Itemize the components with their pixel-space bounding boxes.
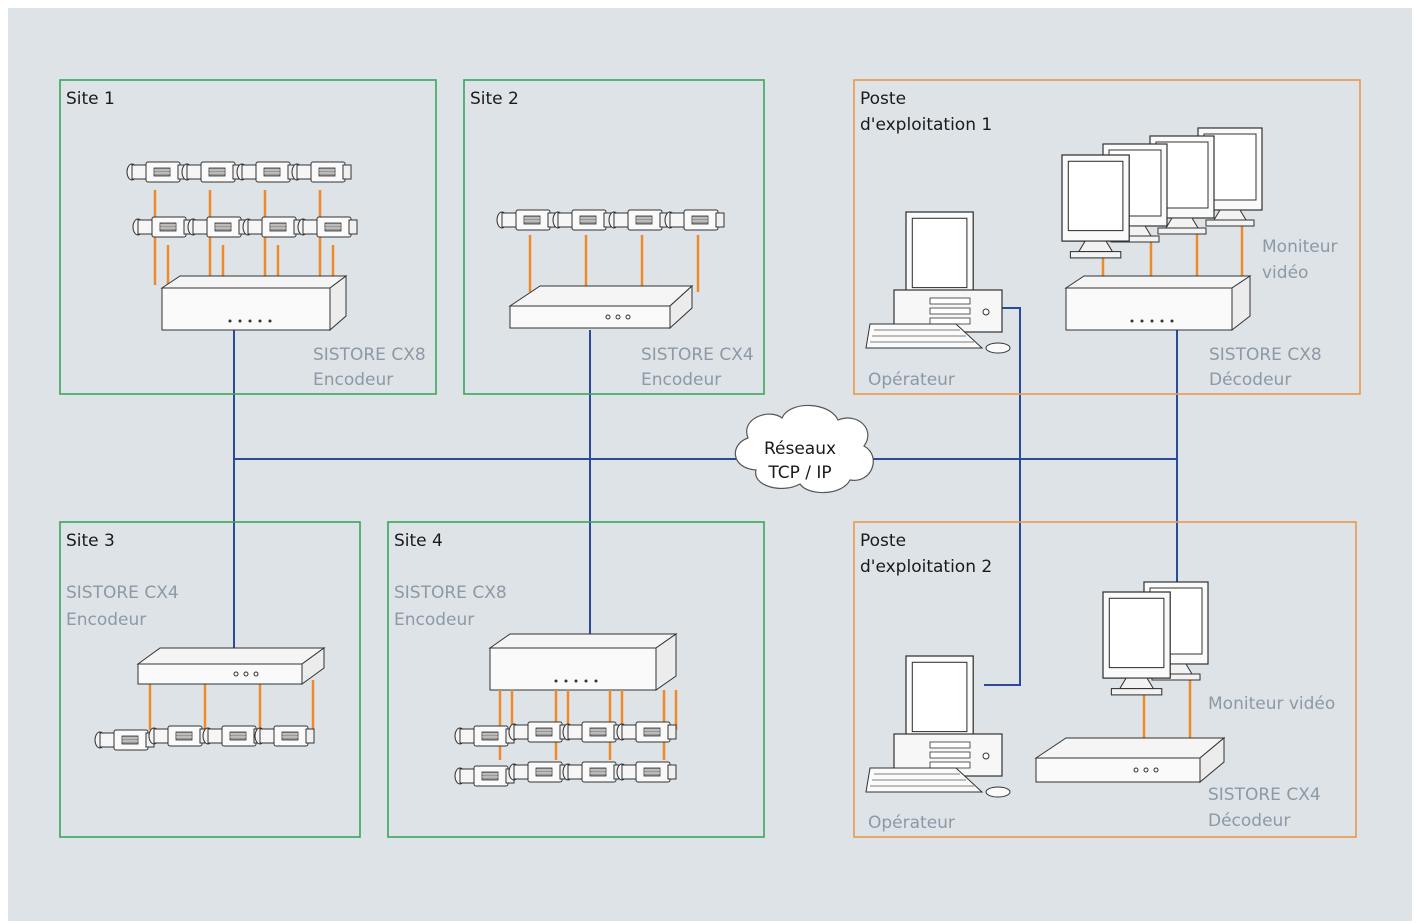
network-label-line2: TCP / IP <box>767 463 831 483</box>
site-1-cameras <box>126 161 358 285</box>
camera-icon <box>148 725 209 747</box>
operator-pc-icon <box>866 212 1010 353</box>
station-1-operator: Opérateur <box>868 370 955 390</box>
camera-icon <box>242 216 303 238</box>
tcp-ip-backbone <box>233 307 1178 686</box>
camera-icon <box>454 725 515 747</box>
camera-icon <box>187 216 248 238</box>
camera-icon <box>508 721 569 743</box>
site-3-cameras <box>94 680 315 751</box>
camera-icon <box>132 216 193 238</box>
site-4-role: Encodeur <box>394 610 474 630</box>
station-1-title-line1: Poste <box>860 89 906 109</box>
site-2-cameras <box>496 209 725 292</box>
camera-icon <box>552 209 613 231</box>
station-2-operator: Opérateur <box>868 813 955 833</box>
camera-icon <box>181 161 242 183</box>
site-4-device: SISTORE CX8 <box>394 583 507 603</box>
sistore-cx4-encoder-icon <box>508 284 694 330</box>
site-4-title: Site 4 <box>394 531 443 551</box>
site-1-box: Site 1 SISTORE CX8 Encodeur <box>59 79 437 395</box>
camera-icon <box>562 761 623 783</box>
station-2-title-line1: Poste <box>860 531 906 551</box>
camera-icon <box>616 761 677 783</box>
camera-icon <box>608 209 669 231</box>
site-4-box: Site 4 SISTORE CX8 Encodeur <box>387 521 765 838</box>
station-1-device: SISTORE CX8 <box>1209 345 1322 365</box>
sistore-cx8-encoder-icon <box>488 633 678 691</box>
station-1-title-line2: d'exploitation 1 <box>860 115 992 135</box>
station-2-role: Décodeur <box>1208 811 1290 831</box>
station-2-device: SISTORE CX4 <box>1208 785 1321 805</box>
station-1-role: Décodeur <box>1209 370 1291 390</box>
camera-icon <box>508 761 569 783</box>
site-3-title: Site 3 <box>66 531 115 551</box>
sistore-cx4-encoder-icon <box>136 647 326 685</box>
camera-icon <box>454 765 515 787</box>
site-2-device: SISTORE CX4 <box>641 345 754 365</box>
site-3-box: Site 3 SISTORE CX4 Encodeur <box>59 521 361 838</box>
camera-icon <box>126 161 187 183</box>
camera-icon <box>202 725 263 747</box>
camera-icon <box>94 729 155 751</box>
camera-icon <box>616 721 677 743</box>
site-3-device: SISTORE CX4 <box>66 583 179 603</box>
sistore-cx8-encoder-icon <box>160 275 348 332</box>
site-2-box: Site 2 SISTORE CX4 Encodeur <box>463 79 765 395</box>
camera-icon <box>496 209 557 231</box>
station-2-box: Poste d'exploitation 2 Opérateur Moniteu… <box>853 521 1357 838</box>
camera-icon <box>664 209 725 231</box>
site-1-device: SISTORE CX8 <box>313 345 426 365</box>
station-1-monitor-line2: vidéo <box>1262 263 1308 283</box>
station-1-box: Poste d'exploitation 1 Opérateur Moniteu… <box>853 79 1361 395</box>
site-2-role: Encodeur <box>641 370 721 390</box>
station-2-monitor: Moniteur vidéo <box>1208 694 1335 714</box>
camera-icon <box>562 721 623 743</box>
operator-pc-icon <box>866 656 1010 797</box>
video-monitors-icon <box>1102 581 1209 742</box>
camera-icon <box>236 161 297 183</box>
site-2-title: Site 2 <box>470 89 519 109</box>
video-monitors-icon <box>1061 127 1263 286</box>
station-2-title-line2: d'exploitation 2 <box>860 557 992 577</box>
site-1-title: Site 1 <box>66 89 115 109</box>
site-3-role: Encodeur <box>66 610 146 630</box>
camera-icon <box>254 725 315 747</box>
site-4-cameras <box>454 690 678 787</box>
camera-icon <box>297 216 358 238</box>
network-label-line1: Réseaux <box>764 439 836 459</box>
sistore-cx4-decoder-icon <box>1034 736 1226 784</box>
station-1-monitor-line1: Moniteur <box>1262 237 1337 257</box>
network-diagram: Réseaux TCP / IP Site 1 SISTORE CX8 E <box>8 8 1412 921</box>
camera-icon <box>291 161 352 183</box>
site-1-role: Encodeur <box>313 370 393 390</box>
sistore-cx8-decoder-icon <box>1064 275 1252 332</box>
network-cloud: Réseaux TCP / IP <box>734 404 874 494</box>
